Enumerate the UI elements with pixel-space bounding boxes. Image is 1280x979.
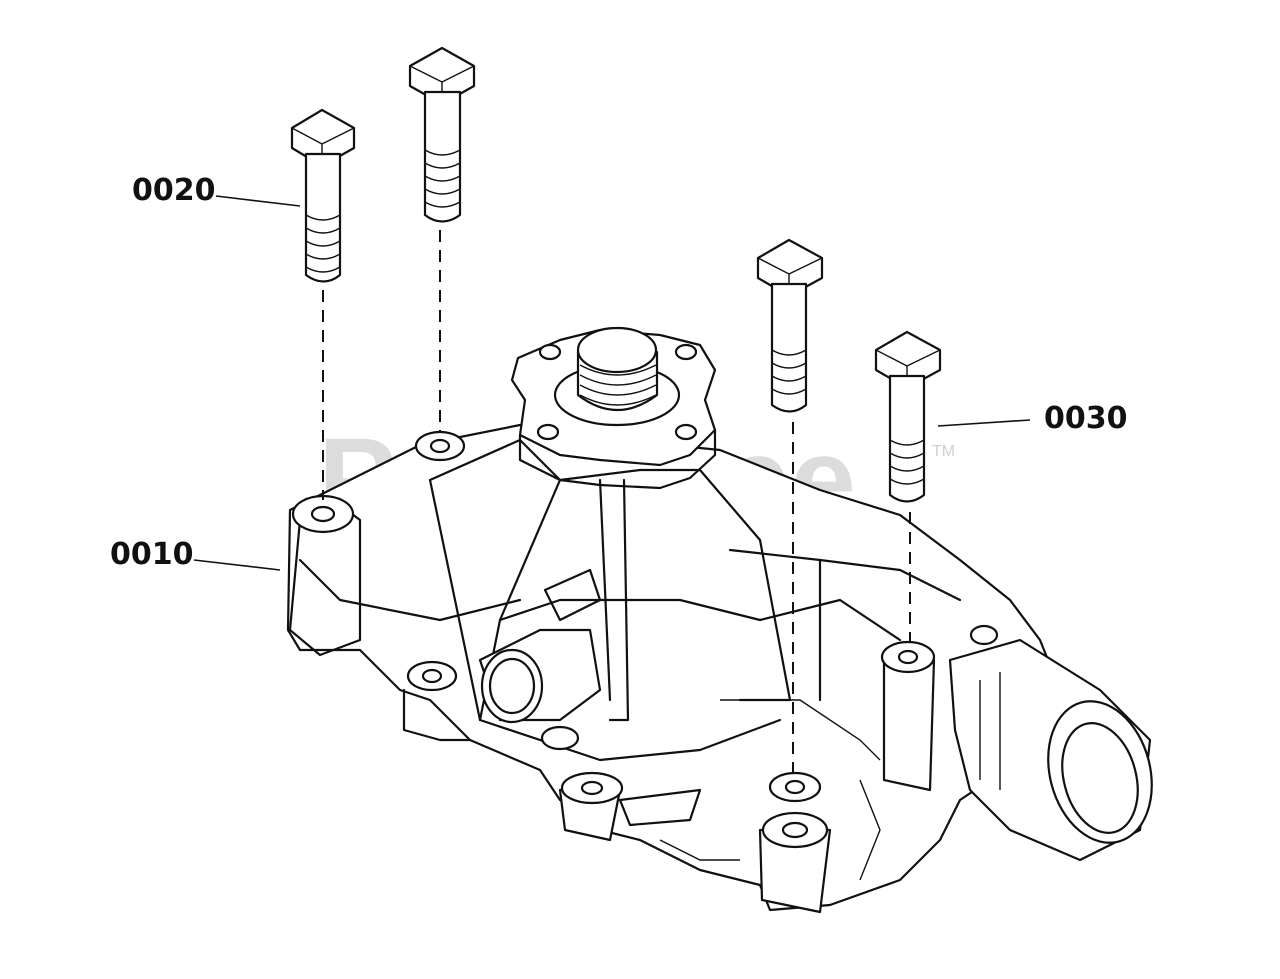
callout-0030: 0030 bbox=[937, 401, 1128, 436]
callout-0020-leader bbox=[215, 195, 301, 207]
callout-0030-label: 0030 bbox=[1044, 401, 1128, 436]
bolt-0030 bbox=[874, 330, 942, 503]
top-flange bbox=[510, 326, 717, 490]
bolt-right-upper bbox=[756, 238, 824, 413]
callout-0010: 0010 bbox=[110, 537, 281, 572]
callout-0020-label: 0020 bbox=[132, 173, 216, 208]
bolt-upper bbox=[408, 46, 476, 223]
callout-0010-leader bbox=[193, 559, 281, 571]
watermark-trademark: TM bbox=[932, 443, 955, 460]
pump-housing bbox=[286, 423, 1153, 914]
bolt-0020-left bbox=[290, 108, 356, 283]
callout-0020: 0020 bbox=[132, 173, 301, 208]
callout-0010-label: 0010 bbox=[110, 537, 194, 572]
callout-0030-leader bbox=[937, 419, 1031, 427]
